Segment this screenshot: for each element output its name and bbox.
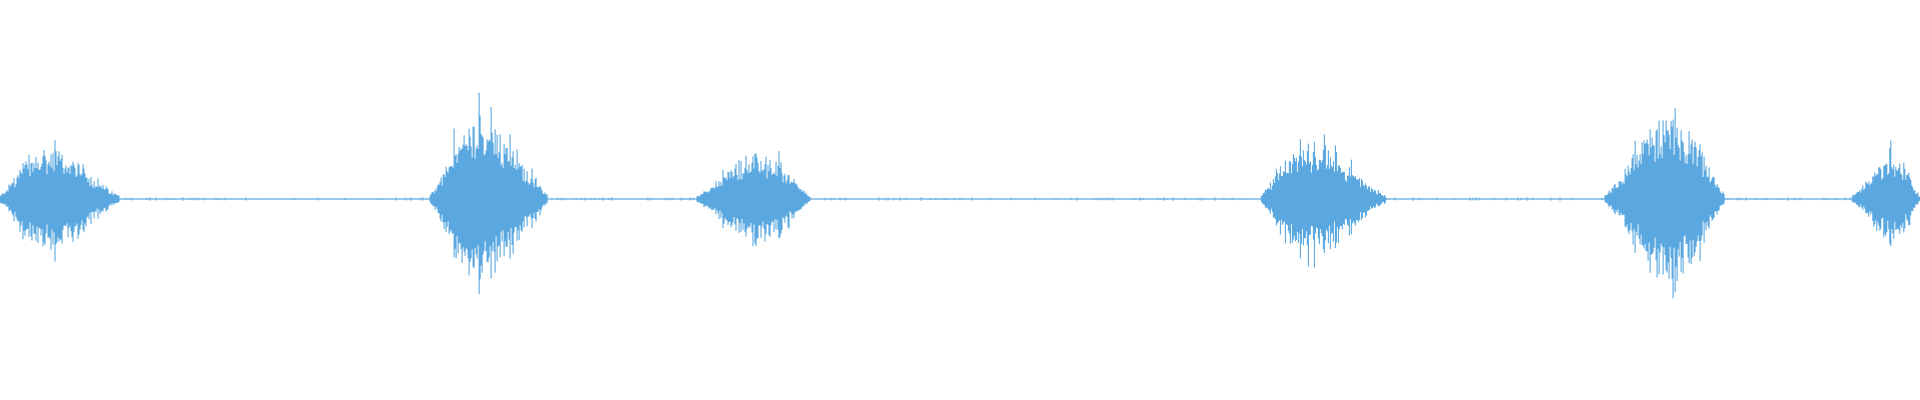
waveform-burst (1852, 140, 1920, 247)
waveform-burst (429, 92, 548, 294)
waveform-noise-floor (2, 197, 1906, 201)
waveform-burst-trace (1604, 108, 1725, 299)
waveform-burst (1260, 134, 1386, 268)
waveform-burst (0, 140, 120, 262)
waveform-burst (1604, 108, 1725, 299)
waveform-burst-trace (1852, 140, 1920, 247)
waveform-bursts (0, 92, 1920, 299)
waveform-burst-trace (429, 92, 548, 294)
waveform-burst-trace (0, 140, 120, 262)
waveform-burst-trace (1260, 134, 1386, 268)
